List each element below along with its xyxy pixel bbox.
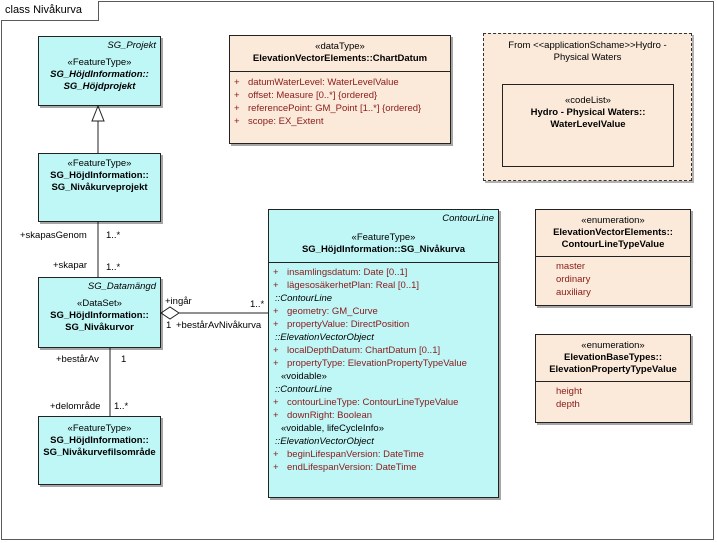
attribute: +contourLineType: ContourLineTypeValue [273, 397, 459, 408]
class-sg-nivakurveprojekt[interactable]: «FeatureType» SG_HöjdInformation:: SG_Ni… [38, 153, 161, 222]
package-hydro-physical-waters[interactable]: From <<applicationSchame>>Hydro - Physic… [483, 33, 692, 181]
attribute-group-label: ::ElevationVectorObject [275, 332, 374, 343]
attribute: +lägesosäkerhetPlan: Real [0..1] [273, 280, 420, 291]
role-label: +skapar [53, 260, 88, 271]
class-sg-nivakurvor[interactable]: SG_Datamängd «DataSet» SG_HöjdInformatio… [38, 277, 161, 348]
class-name-ns: Hydro - Physical Waters:: [530, 107, 646, 118]
class-stereotype: «FeatureType» [67, 423, 132, 434]
class-name-ns: SG_HöjdInformation:: [50, 435, 149, 446]
attribute: +referencePoint: GM_Point [1..*] {ordere… [234, 103, 422, 114]
class-name-ns: ElevationBaseTypes:: [563, 352, 663, 363]
class-name: SG_Höjdprojekt [63, 81, 136, 92]
package-title-line1: From <<applicationSchame>>Hydro - [508, 40, 667, 51]
class-sg-nivakurvefilsomrade[interactable]: «FeatureType» SG_HöjdInformation:: SG_Ni… [38, 416, 161, 485]
codelist-waterlevelvalue[interactable]: «codeList» Hydro - Physical Waters:: Wat… [502, 84, 674, 167]
role-label: +bestårAv [56, 354, 99, 365]
attribute: +propertyType: ElevationPropertyTypeValu… [273, 358, 467, 369]
multiplicity-label: 1..* [106, 230, 121, 241]
attribute: +downRight: Boolean [273, 410, 373, 421]
attribute: +insamlingsdatum: Date [0..1] [273, 267, 408, 278]
multiplicity-label: 1..* [250, 299, 265, 310]
enum-contourlinetypevalue[interactable]: «enumeration» ElevationVectorElements:: … [535, 209, 691, 306]
role-label: +bestårAvNivåkurva [176, 320, 262, 331]
stereotype-group-label: «voidable» [281, 371, 327, 382]
attribute: +propertyValue: DirectPosition [273, 319, 410, 330]
multiplicity-label: 1 [121, 354, 127, 365]
class-sg-nivakurva[interactable]: ContourLine «FeatureType» SG_HöjdInforma… [268, 209, 499, 498]
enum-literal: ordinary [556, 274, 591, 285]
enum-literal: height [556, 386, 582, 397]
class-corner-label: SG_Datamängd [87, 281, 156, 292]
class-name: WaterLevelValue [550, 119, 626, 130]
class-sg-hojdprojekt[interactable]: SG_Projekt «FeatureType» SG_HöjdInformat… [38, 36, 161, 106]
class-corner-label: SG_Projekt [107, 40, 156, 51]
class-name-ns: SG_HöjdInformation:: [50, 310, 149, 321]
class-name-ns: SG_HöjdInformation:: [50, 69, 149, 80]
class-name: ElevationVectorElements::ChartDatum [252, 53, 428, 64]
class-stereotype: «FeatureType» [351, 232, 416, 243]
enum-literal: master [556, 261, 586, 272]
attribute: +scope: EX_Extent [234, 116, 324, 127]
attribute: +endLifespanVersion: DateTime [273, 462, 417, 473]
class-stereotype: «FeatureType» [67, 57, 132, 68]
role-label: +delområde [50, 401, 101, 412]
enum-elevationpropertytypevalue[interactable]: «enumeration» ElevationBaseTypes:: Eleva… [535, 334, 691, 423]
enum-literal: depth [556, 399, 580, 410]
class-name: SG_HöjdInformation::SG_Nivåkurva [301, 244, 466, 255]
class-name: SG_Nivåkurveprojekt [51, 182, 148, 193]
multiplicity-label: 1..* [114, 401, 129, 412]
aggregation-diamond [160, 306, 180, 320]
attribute: +geometry: GM_Curve [273, 306, 378, 317]
attribute: +datumWaterLevel: WaterLevelValue [234, 77, 399, 88]
datatype-chartdatum[interactable]: «dataType» ElevationVectorElements::Char… [229, 35, 451, 144]
class-name: ContourLineTypeValue [561, 239, 665, 250]
attribute-group-label: ::ElevationVectorObject [275, 436, 374, 447]
package-title-line2: Physical Waters [553, 52, 622, 63]
class-corner-label: ContourLine [442, 213, 494, 224]
role-label: +skapasGenom [20, 230, 87, 241]
class-stereotype: «FeatureType» [67, 158, 132, 169]
multiplicity-label: 1..* [106, 262, 121, 273]
class-stereotype: «enumeration» [581, 215, 645, 226]
stereotype-group-label: «voidable, lifeCycleInfo» [281, 423, 384, 434]
class-stereotype: «DataSet» [77, 298, 122, 309]
diagram-title: class Nivåkurva [1, 1, 100, 21]
attribute: +beginLifespanVersion: DateTime [273, 449, 424, 460]
enum-literal: auxiliary [556, 287, 591, 298]
class-name: SG_Nivåkurvefilsområde [43, 447, 156, 458]
class-name: ElevationPropertyTypeValue [549, 364, 677, 375]
multiplicity-label: 1 [166, 320, 172, 331]
class-stereotype: «enumeration» [581, 340, 645, 351]
class-stereotype: «codeList» [565, 95, 611, 106]
attribute-group-label: ::ContourLine [275, 384, 333, 395]
class-name: SG_Nivåkurvor [65, 322, 134, 333]
attribute-group-label: ::ContourLine [275, 293, 333, 304]
class-stereotype: «dataType» [315, 41, 365, 52]
class-name-ns: SG_HöjdInformation:: [50, 170, 149, 181]
attribute: +offset: Measure [0..*] {ordered} [234, 90, 378, 101]
role-label: +ingår [165, 296, 192, 307]
attribute: +localDepthDatum: ChartDatum [0..1] [273, 345, 441, 356]
generalization-arrowhead [91, 104, 105, 122]
class-name-ns: ElevationVectorElements:: [553, 227, 673, 238]
